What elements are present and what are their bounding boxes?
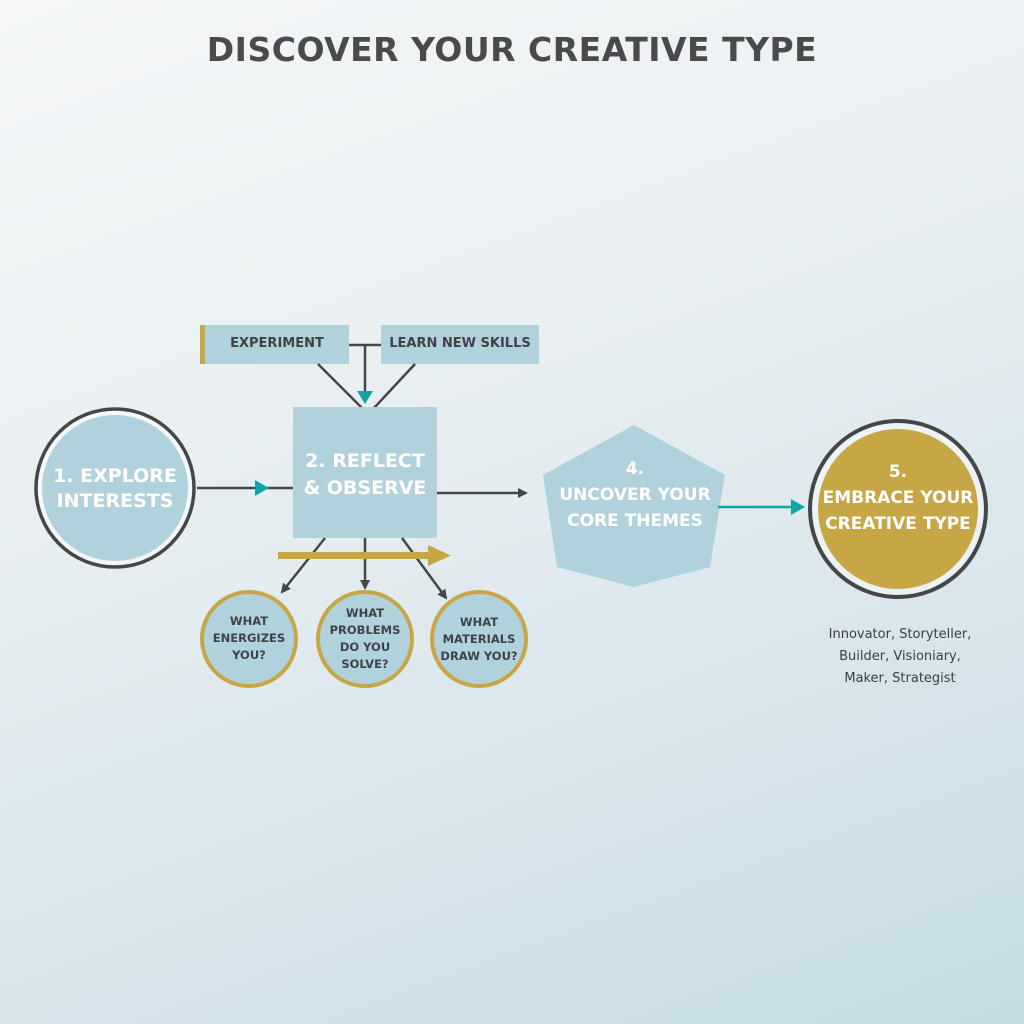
step-2-line-2: & OBSERVE: [303, 477, 427, 499]
experiment-connector-line: [317, 363, 363, 409]
experiment-box: [200, 325, 349, 364]
step-4-line-1: 4.: [625, 459, 645, 479]
step-5-circle: [808, 419, 988, 599]
question-line: WHAT: [459, 615, 499, 629]
arrow-to-materials: [400, 537, 448, 600]
learn-new-skills-box: [381, 325, 539, 364]
question-line: WHAT: [229, 614, 269, 628]
experiment-label: EXPERIMENT: [230, 336, 324, 351]
question-line: DRAW YOU?: [440, 649, 518, 663]
arrow-to-energizes: [280, 537, 326, 594]
step-2-label: 2. REFLECT & OBSERVE: [293, 448, 437, 502]
step-4-pentagon: [543, 425, 725, 587]
question-line: ENERGIZES: [212, 631, 286, 645]
question-materials-label: WHAT MATERIALS DRAW YOU?: [430, 614, 528, 665]
gold-arrow-icon: [278, 545, 451, 566]
question-line: MATERIALS: [442, 632, 516, 646]
teal-down-arrow-icon: [357, 391, 373, 404]
step-1-line-2: INTERESTS: [56, 490, 174, 512]
question-line: WHAT: [345, 606, 385, 620]
question-energizes-label: WHAT ENERGIZES YOU?: [204, 613, 294, 664]
question-line: SOLVE?: [341, 657, 389, 671]
question-line: DO YOU: [339, 640, 391, 654]
question-line: YOU?: [232, 648, 266, 662]
question-circle-problems: [316, 590, 414, 688]
teal-right-arrow-icon: [255, 480, 269, 496]
step-1-circle: [34, 407, 196, 569]
learn-new-skills-label: LEARN NEW SKILLS: [389, 336, 531, 351]
question-line: PROBLEMS: [329, 623, 401, 637]
creative-types-line-3: Maker, Strategist: [844, 671, 956, 686]
learn-connector-line: [373, 363, 416, 409]
creative-types-line-1: Innovator, Storyteller,: [828, 627, 972, 642]
question-circle-energizes: [200, 590, 298, 688]
teal-right-arrow-icon: [791, 499, 805, 515]
step-4-line-3: CORE THEMES: [567, 511, 703, 531]
creative-types-list: Innovator, Storyteller, Builder, Visioni…: [790, 624, 1010, 690]
step-1-line-1: 1. EXPLORE: [53, 465, 177, 487]
page-title: DISCOVER YOUR CREATIVE TYPE: [206, 30, 818, 69]
step-5-line-2: EMBRACE YOUR: [822, 488, 974, 508]
question-circle-materials: [430, 590, 528, 688]
step-5-line-1: 5.: [888, 462, 908, 482]
question-problems-label: WHAT PROBLEMS DO YOU SOLVE?: [320, 605, 410, 673]
step-2-line-1: 2. REFLECT: [305, 450, 425, 472]
step-4-label: 4. UNCOVER YOUR CORE THEMES: [545, 456, 725, 534]
step-1-label: 1. EXPLORE INTERESTS: [40, 464, 190, 514]
step-5-label: 5. EMBRACE YOUR CREATIVE TYPE: [810, 459, 986, 537]
step-4-line-2: UNCOVER YOUR: [559, 485, 711, 505]
step-2-square: [293, 407, 437, 538]
creative-types-line-2: Builder, Visioniary,: [839, 649, 961, 664]
step-5-line-3: CREATIVE TYPE: [825, 514, 971, 534]
